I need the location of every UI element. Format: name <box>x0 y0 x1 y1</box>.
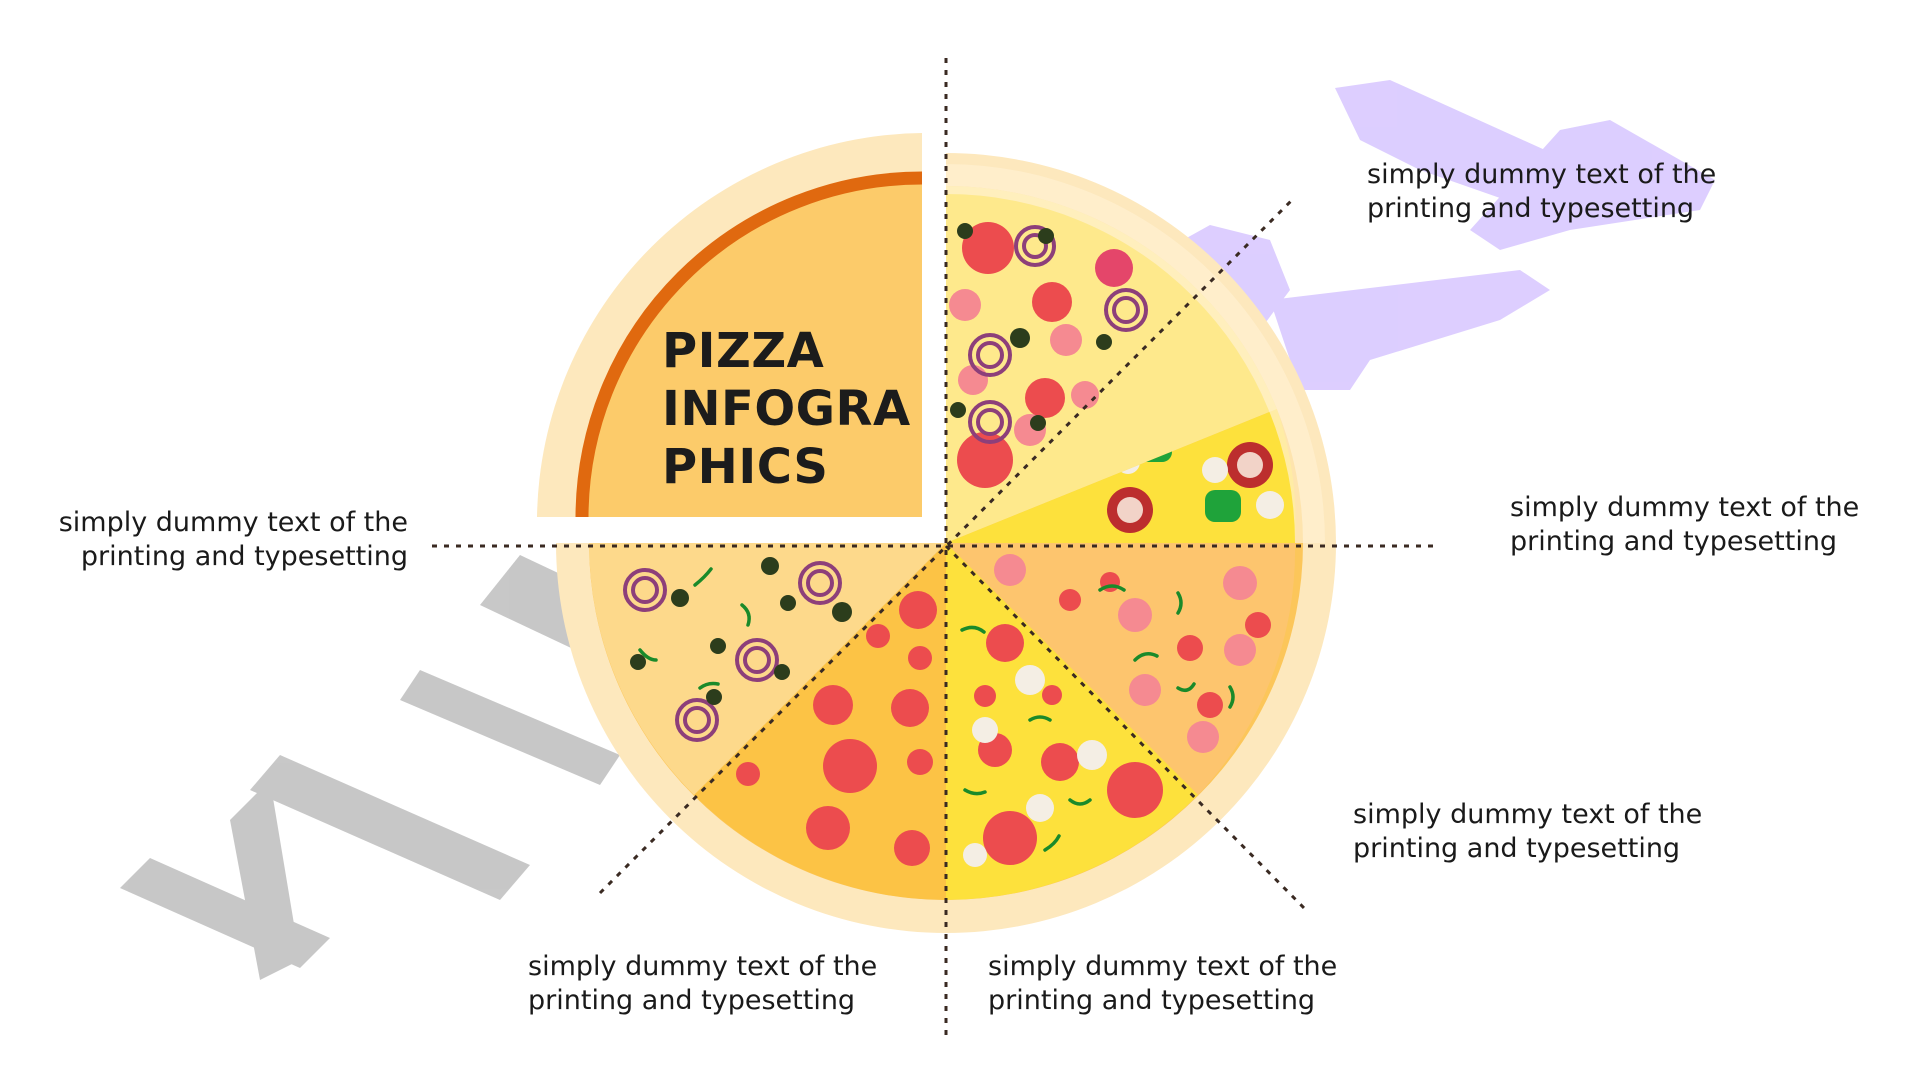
title-line: INFOGRA <box>662 381 911 437</box>
salami-icon <box>994 554 1257 753</box>
pepperoni-icon <box>736 591 937 866</box>
label-line: printing and typesetting <box>1367 193 1695 224</box>
label-lower-right: simply dummy text of the printing and ty… <box>1353 798 1702 866</box>
herb-icon <box>638 567 751 690</box>
label-upper-right: simply dummy text of the printing and ty… <box>1367 158 1716 226</box>
label-line: simply dummy text of the <box>58 507 408 538</box>
olive-icon <box>950 223 1112 431</box>
label-line: simply dummy text of the <box>1367 159 1717 190</box>
divider-diagonal-up <box>598 198 1294 895</box>
label-line: simply dummy text of the <box>988 951 1338 982</box>
onion-icon <box>623 561 842 742</box>
toppings-upper-right <box>949 222 1148 488</box>
mushroom-icon <box>963 665 1107 867</box>
label-line: printing and typesetting <box>80 541 408 572</box>
label-line: simply dummy text of the <box>1353 799 1703 830</box>
divider-diagonal-down <box>944 544 1308 912</box>
toppings-bottom-right <box>960 624 1163 867</box>
herb-icon <box>960 625 1092 852</box>
label-line: printing and typesetting <box>1353 833 1681 864</box>
pepperoni-icon <box>974 624 1163 865</box>
pizza-infographic-title: PIZZA INFOGRA PHICS <box>662 322 911 496</box>
label-line: printing and typesetting <box>528 985 856 1016</box>
label-bottom-right: simply dummy text of the printing and ty… <box>988 950 1337 1018</box>
pepperoni-icon <box>957 222 1133 488</box>
slice-edge <box>575 171 923 518</box>
slice-cheese <box>579 175 922 517</box>
label-line: printing and typesetting <box>1510 526 1838 557</box>
crust-highlight <box>946 164 1325 543</box>
label-bottom-left: simply dummy text of the printing and ty… <box>528 950 877 1018</box>
label-line: simply dummy text of the <box>528 951 878 982</box>
olive-icon <box>630 557 852 705</box>
removed-slice <box>537 133 923 518</box>
toppings-left <box>623 557 852 742</box>
onion-icon <box>968 225 1148 444</box>
label-line: printing and typesetting <box>988 985 1316 1016</box>
zone-upper-right <box>946 186 1277 543</box>
label-line: simply dummy text of the <box>1510 492 1860 523</box>
label-right: simply dummy text of the printing and ty… <box>1510 491 1859 559</box>
label-left: simply dummy text of the printing and ty… <box>40 506 408 574</box>
toppings-bottom-left <box>736 591 937 866</box>
title-line: PIZZA <box>662 323 825 379</box>
divider-lines <box>432 58 1438 1035</box>
herb-icon <box>1098 584 1235 709</box>
toppings-lower-right <box>994 554 1271 753</box>
title-line: PHICS <box>662 439 829 495</box>
